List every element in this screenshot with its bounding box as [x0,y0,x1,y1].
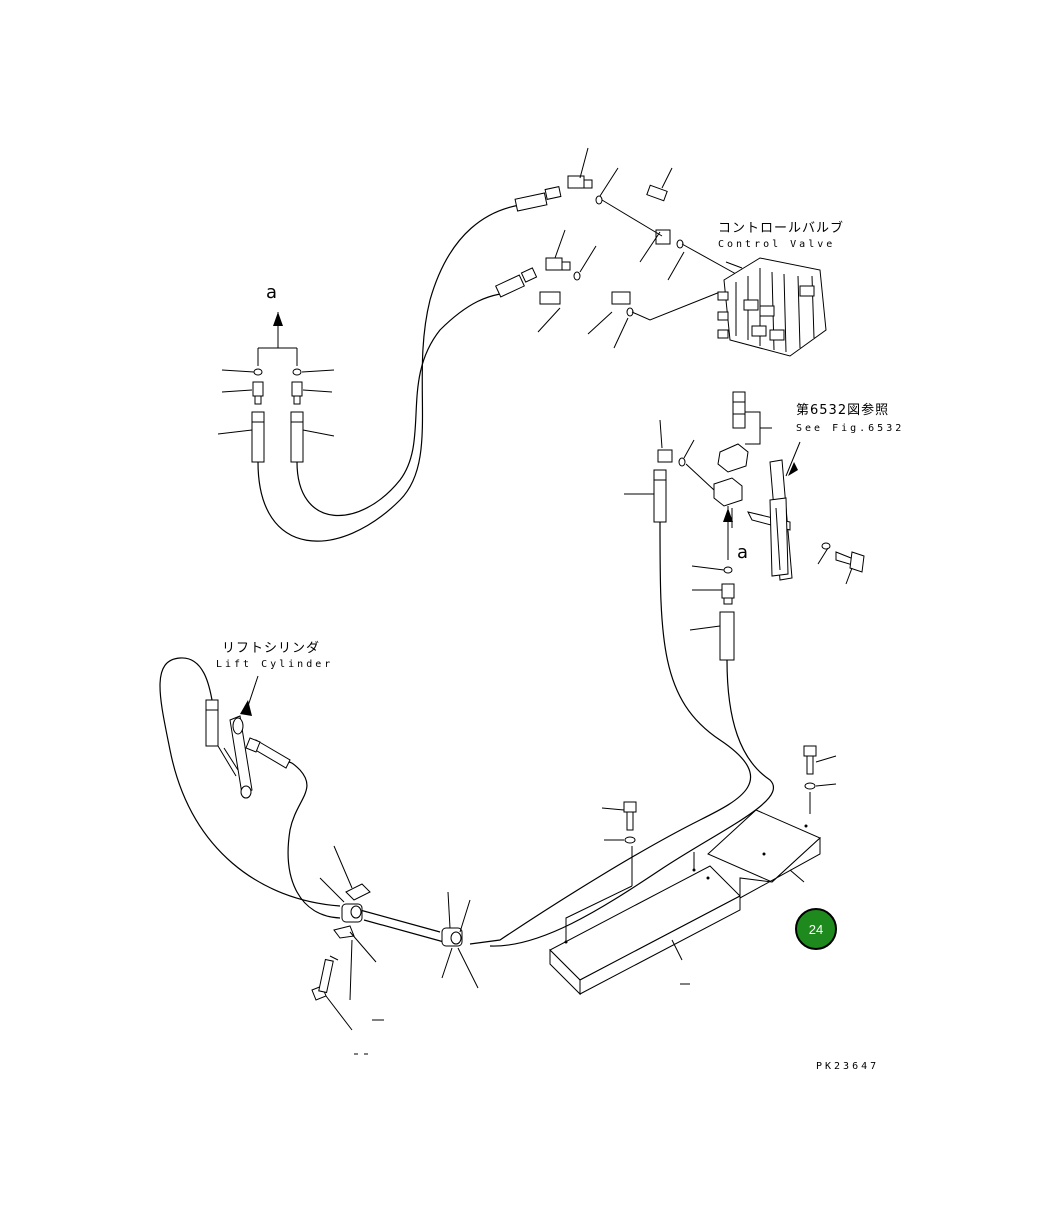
guard-plates [549,745,837,996]
item-number-badge[interactable]: 24 [795,908,837,950]
lower-hose-assembly [159,521,774,1031]
see-fig-label-jp: 第6532図参照 [796,402,889,418]
lift-cylinder-label-en: Lift Cylinder [216,659,333,670]
right-valve-block [624,391,865,661]
lift-cylinder [205,675,291,799]
left-fittings [217,312,335,463]
badge-number: 24 [809,922,823,937]
arrow-label-a-right: a [737,542,748,563]
see-fig-label-en: See Fig.6532 [796,423,904,434]
drawing-number: PK23647 [816,1061,879,1072]
control-valve [717,257,827,357]
badge-circle [795,908,837,950]
upper-hose-assembly [257,147,737,542]
lift-cylinder-label-jp: リフトシリンダ [222,641,320,656]
arrow-label-a-left: a [266,282,277,303]
control-valve-label-en: Control Valve [718,239,835,250]
control-valve-label-jp: コントロールバルブ [718,220,844,236]
